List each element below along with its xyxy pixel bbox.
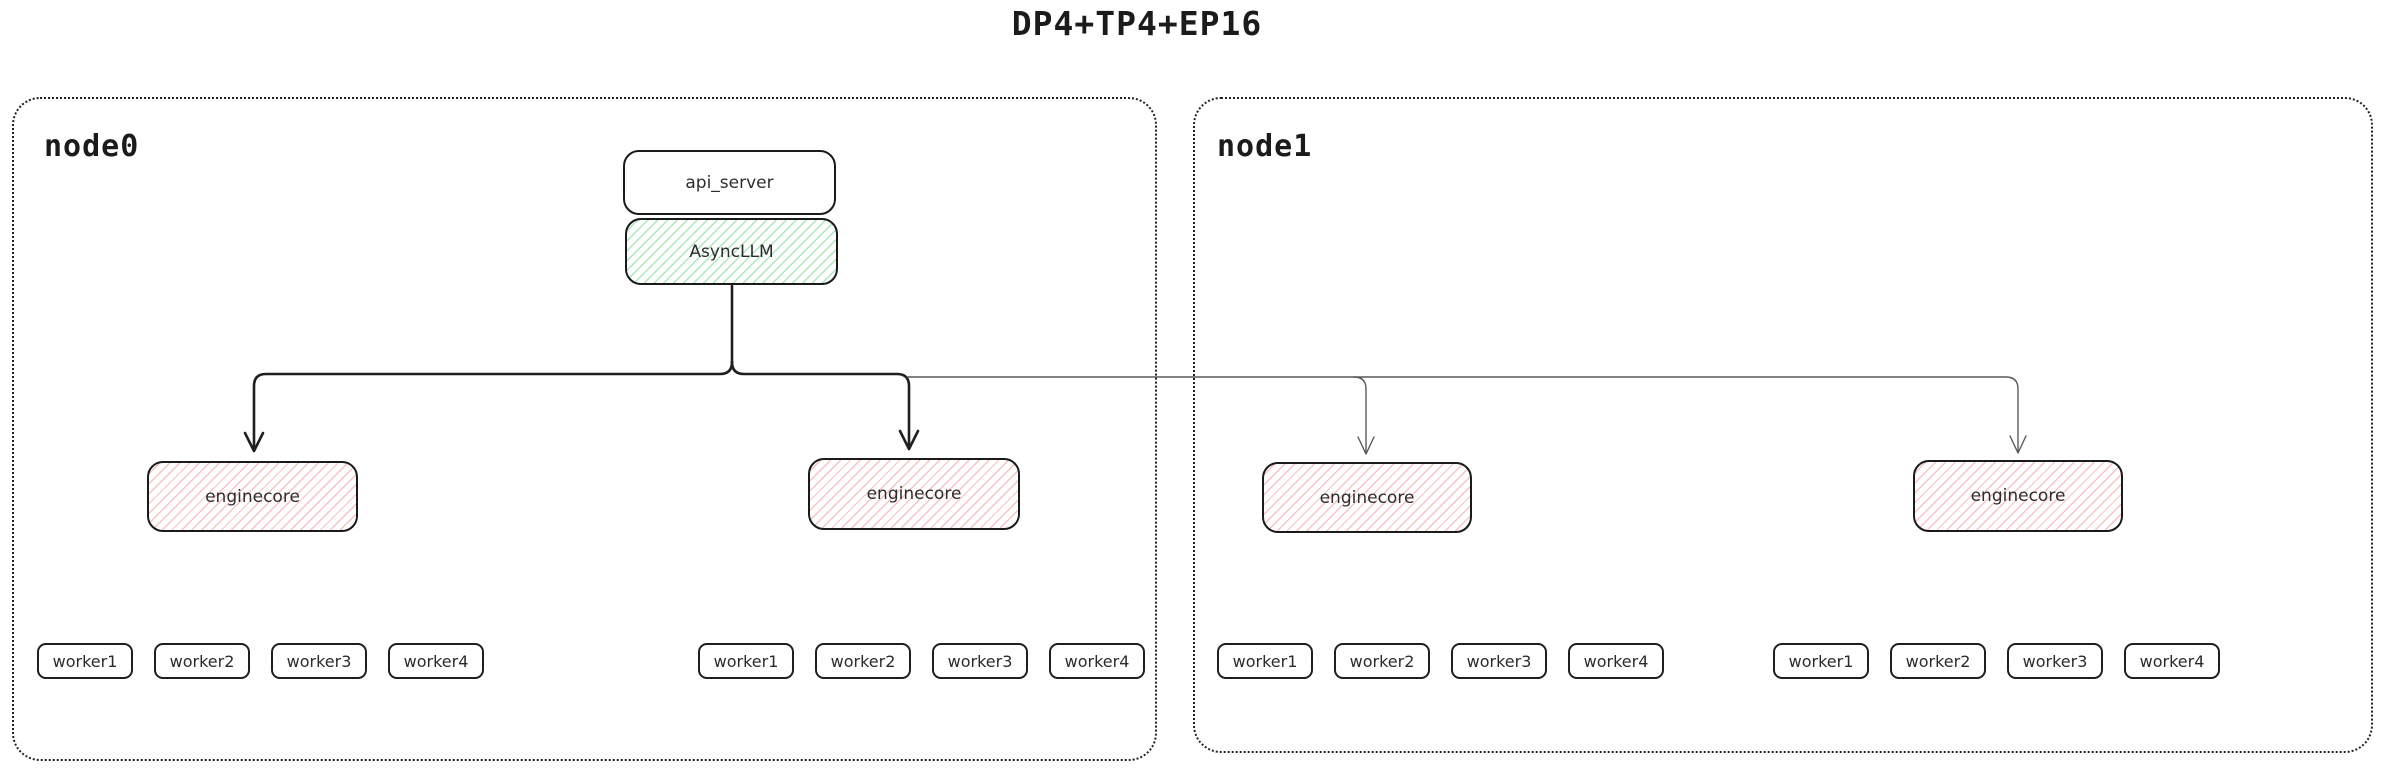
worker-box: worker4: [1568, 643, 1664, 679]
diagram-title: DP4+TP4+EP16: [1011, 4, 1263, 43]
node1-worker-group-0: worker1 worker2 worker3 worker4: [1217, 643, 1664, 679]
worker-box: worker1: [1773, 643, 1869, 679]
enginecore-label: enginecore: [1970, 486, 2066, 506]
asyncllm-box: AsyncLLM: [625, 218, 838, 285]
node1-label: node1: [1217, 129, 1313, 164]
worker-box: worker4: [1049, 643, 1145, 679]
worker-box: worker1: [1217, 643, 1313, 679]
node0-enginecore-1: enginecore: [808, 458, 1020, 530]
worker-box: worker1: [698, 643, 794, 679]
node1-worker-group-1: worker1 worker2 worker3 worker4: [1773, 643, 2220, 679]
worker-box: worker4: [2124, 643, 2220, 679]
worker-box: worker2: [815, 643, 911, 679]
node1-enginecore-1: enginecore: [1913, 460, 2123, 532]
enginecore-label: enginecore: [866, 484, 962, 504]
worker-box: worker3: [271, 643, 367, 679]
worker-box: worker2: [154, 643, 250, 679]
node0-enginecore-0: enginecore: [147, 461, 358, 532]
enginecore-label: enginecore: [1319, 487, 1415, 508]
node0-label: node0: [44, 129, 140, 164]
worker-box: worker2: [1890, 643, 1986, 679]
api-server-box: api_server: [623, 150, 836, 215]
worker-box: worker2: [1334, 643, 1430, 679]
asyncllm-label: AsyncLLM: [689, 241, 774, 262]
api-server-label: api_server: [685, 172, 774, 193]
node1-enginecore-0: enginecore: [1262, 462, 1472, 533]
worker-box: worker3: [2007, 643, 2103, 679]
worker-box: worker4: [388, 643, 484, 679]
worker-box: worker3: [1451, 643, 1547, 679]
enginecore-label: enginecore: [205, 486, 300, 507]
node0-worker-group-1: worker1 worker2 worker3 worker4: [698, 643, 1145, 679]
worker-box: worker3: [932, 643, 1028, 679]
worker-box: worker1: [37, 643, 133, 679]
node0-worker-group-0: worker1 worker2 worker3 worker4: [37, 643, 484, 679]
